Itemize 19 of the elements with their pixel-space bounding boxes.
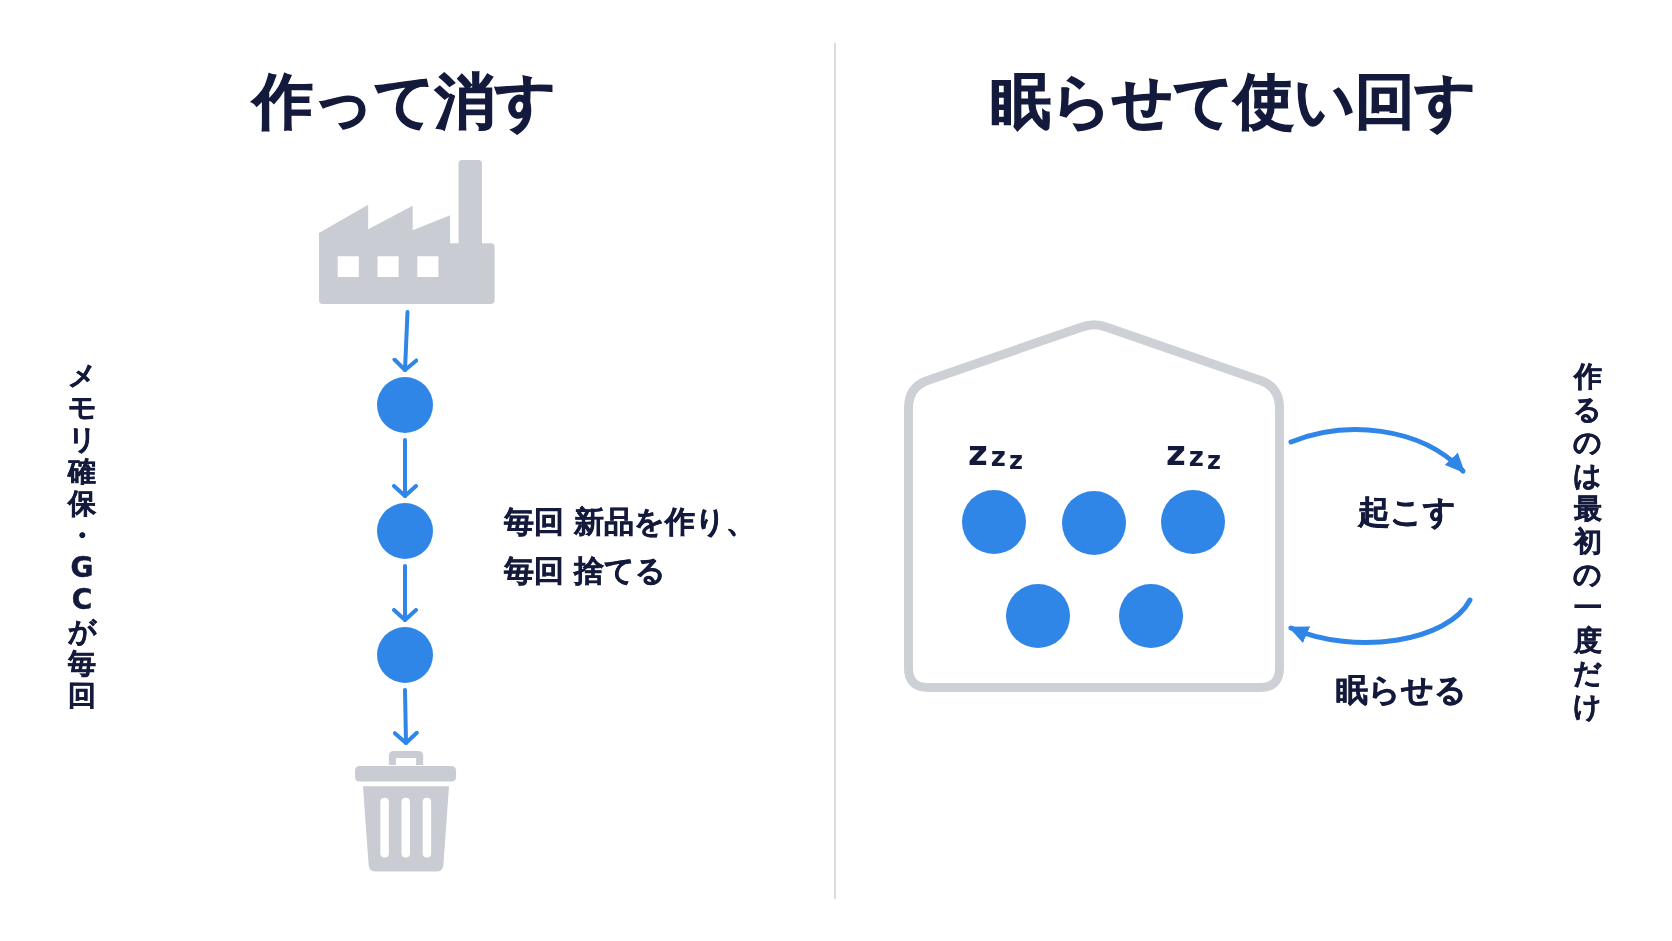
arrow (392, 564, 418, 622)
arrow (392, 688, 419, 745)
circle (377, 627, 433, 683)
vertical-note: 作るのは最初の一度だけ (1572, 360, 1603, 723)
arrow (392, 310, 419, 372)
arrow (1288, 427, 1466, 474)
vertical-note: メモリ確保・GCが毎回 (66, 360, 98, 712)
sleep-text: zzz (1166, 434, 1222, 476)
heading: 眠らせて使い回す (990, 65, 1476, 137)
factory-icon (319, 159, 496, 305)
circle (377, 377, 433, 433)
circle (377, 503, 433, 559)
arrow (1288, 597, 1473, 645)
house-outline (904, 318, 1284, 692)
trash-can-icon (355, 750, 457, 872)
arrow (392, 438, 418, 498)
heading: 作って消す (252, 65, 556, 137)
sleep-text: zzz (968, 434, 1024, 476)
note-text: 毎回 新品を作り、毎回 捨てる (504, 503, 758, 590)
